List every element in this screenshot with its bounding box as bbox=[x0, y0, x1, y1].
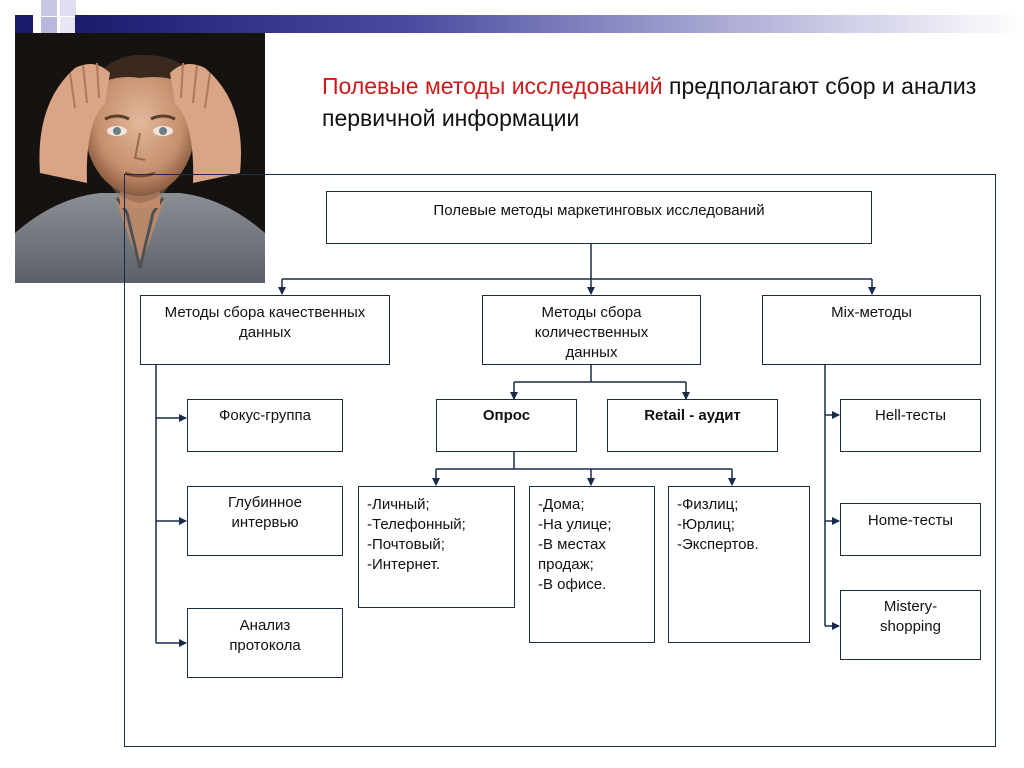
qualitative-item-label: Анализ протокола bbox=[229, 617, 301, 654]
qualitative-item: Глубинное интервью bbox=[187, 486, 343, 556]
header-gradient-bar bbox=[75, 15, 1024, 33]
list-item: -Экспертов. bbox=[677, 536, 759, 553]
list-item: -Дома; bbox=[538, 496, 585, 513]
list-item: -Интернет. bbox=[367, 556, 440, 573]
root-node: Полевые методы маркетинговых исследовани… bbox=[326, 191, 872, 244]
mix-item: Mistery-shopping bbox=[840, 590, 981, 660]
category-mix-label: Mix-методы bbox=[831, 304, 912, 321]
survey-list-type: -Личный; -Телефонный; -Почтовый; -Интерн… bbox=[358, 486, 515, 608]
qualitative-item-label: Глубинное интервью bbox=[228, 494, 302, 531]
list-item: -На улице; bbox=[538, 516, 612, 533]
quantitative-item-label: Retail - аудит bbox=[644, 407, 741, 424]
decor-square-light bbox=[60, 0, 76, 16]
qualitative-item: Анализ протокола bbox=[187, 608, 343, 678]
list-item: -В местах продаж; bbox=[538, 536, 606, 573]
mix-item-label: Home-тесты bbox=[867, 512, 954, 529]
headline-rest: предполагают сбор и анализ первичной инф… bbox=[322, 73, 977, 131]
qualitative-item: Фокус-группа bbox=[187, 399, 343, 452]
category-qualitative: Методы сбора качественных данных bbox=[140, 295, 390, 365]
decor-square-light bbox=[41, 0, 57, 16]
list-item: -Юрлиц; bbox=[677, 516, 735, 533]
decor-square-light bbox=[41, 17, 57, 33]
stressed-man-photo bbox=[15, 33, 265, 283]
list-item: -В офисе. bbox=[538, 576, 607, 593]
headline-accent: Полевые методы исследований bbox=[322, 73, 663, 99]
list-item: -Личный; bbox=[367, 496, 430, 513]
survey-list-place: -Дома; -На улице; -В местах продаж; -В о… bbox=[529, 486, 655, 643]
category-quantitative-label: Методы сбора количественных данных bbox=[534, 304, 649, 361]
mix-item: Home-тесты bbox=[840, 503, 981, 556]
qualitative-item-label: Фокус-группа bbox=[218, 407, 312, 424]
category-mix: Mix-методы bbox=[762, 295, 981, 365]
mix-item-label: Hell-тесты bbox=[874, 407, 947, 424]
mix-item: Hell-тесты bbox=[840, 399, 981, 452]
decor-square-dark bbox=[15, 15, 33, 33]
category-qualitative-label: Методы сбора качественных данных bbox=[164, 304, 366, 341]
quantitative-item-label: Опрос bbox=[482, 407, 531, 424]
quantitative-item: Опрос bbox=[436, 399, 577, 452]
decor-square-light bbox=[60, 17, 76, 33]
quantitative-item: Retail - аудит bbox=[607, 399, 778, 452]
category-quantitative: Методы сбора количественных данных bbox=[482, 295, 701, 365]
diagram-frame bbox=[124, 174, 996, 747]
mix-item-label: Mistery-shopping bbox=[880, 598, 941, 635]
list-item: -Физлиц; bbox=[677, 496, 739, 513]
list-item: -Почтовый; bbox=[367, 536, 445, 553]
survey-list-respondent: -Физлиц; -Юрлиц; -Экспертов. bbox=[668, 486, 810, 643]
list-item: -Телефонный; bbox=[367, 516, 466, 533]
root-label: Полевые методы маркетинговых исследовани… bbox=[433, 202, 765, 219]
slide-headline: Полевые методы исследований предполагают… bbox=[322, 70, 1002, 134]
